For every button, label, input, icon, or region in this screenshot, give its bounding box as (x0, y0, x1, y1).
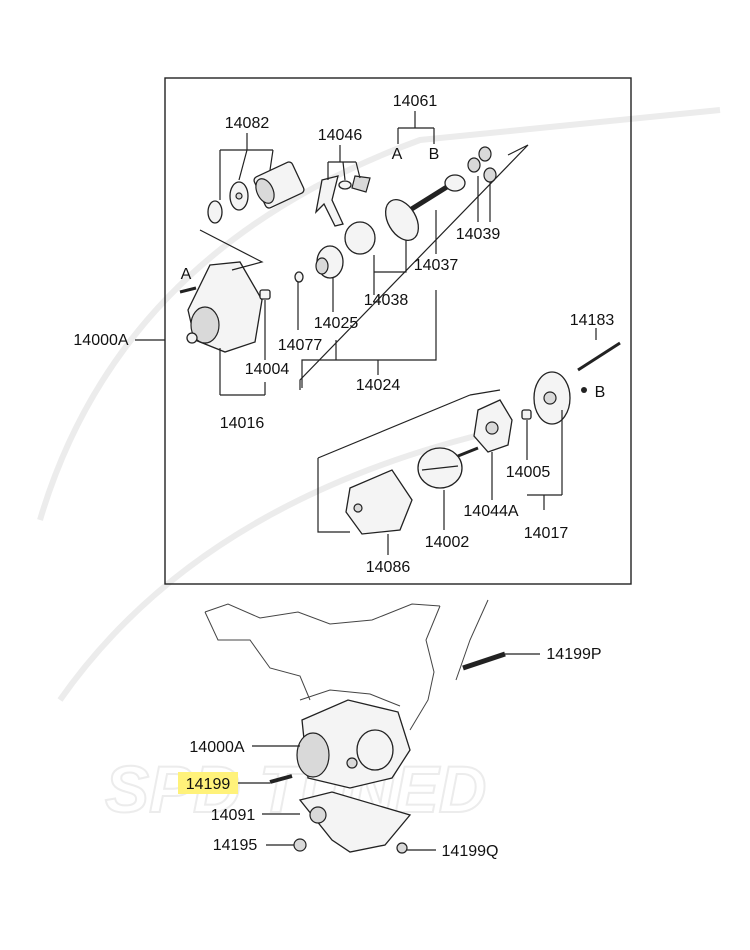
lever-14046-drawing (314, 175, 371, 227)
through-bolt-14183-drawing (577, 341, 621, 372)
label-14082: 14082 (225, 115, 270, 132)
label-14061-b: B (429, 146, 440, 163)
bolt-14199q-drawing (396, 842, 408, 854)
label-14024: 14024 (356, 377, 401, 394)
gear-shaft-14061-drawing (408, 146, 497, 213)
label-14091: 14091 (211, 807, 256, 824)
label-14039: 14039 (456, 226, 501, 243)
exploded-labels: 14061 A B 14082 14046 14039 14037 14038 … (73, 93, 614, 576)
bolt-14199-drawing (269, 774, 293, 784)
label-14005: 14005 (506, 464, 551, 481)
label-14002: 14002 (425, 534, 470, 551)
highlight-14199 (178, 772, 238, 794)
label-14025: 14025 (314, 315, 359, 332)
label-14000a-installed: 14000A (189, 739, 244, 756)
label-14037: 14037 (414, 257, 459, 274)
bolt-a-drawing (179, 286, 197, 294)
label-14046: 14046 (318, 127, 363, 144)
clip-14077-drawing (294, 271, 304, 283)
transmission-outline (204, 599, 489, 731)
label-14061: 14061 (393, 93, 438, 110)
yoke-14086-drawing (345, 469, 413, 535)
bushing-14005-drawing (521, 409, 532, 420)
installed-labels: 14199P 14000A 14199 14091 14195 14199Q (186, 646, 602, 860)
label-marker-a: A (181, 266, 192, 283)
brush-holder-14044a-drawing (473, 399, 513, 453)
label-14061-a: A (392, 146, 403, 163)
label-14199p: 14199P (546, 646, 601, 663)
label-14017: 14017 (524, 525, 569, 542)
armature-14002-drawing (417, 446, 479, 489)
bolt-14199p-drawing (462, 651, 506, 671)
label-14183: 14183 (570, 312, 615, 329)
label-14044a: 14044A (463, 503, 518, 520)
front-bracket-14016-drawing (186, 261, 263, 353)
installed-leader-lines (238, 653, 540, 851)
bushing-14004-drawing (259, 289, 271, 300)
installed-starter-drawing (296, 699, 411, 789)
label-14086: 14086 (366, 559, 411, 576)
internal-gear-drawing (384, 199, 420, 241)
exploded-leader-lines (135, 111, 597, 555)
label-14199q: 14199Q (442, 843, 499, 860)
rear-bracket-14017-drawing (533, 371, 587, 425)
label-marker-b: B (595, 384, 606, 401)
label-14199: 14199 (186, 776, 231, 793)
label-14195: 14195 (213, 837, 258, 854)
watermark-text: SPD TUNED (105, 752, 486, 826)
solenoid-14082-drawing (207, 161, 305, 224)
label-14000a-exploded: 14000A (73, 332, 128, 349)
label-14038: 14038 (364, 292, 409, 309)
label-14016: 14016 (220, 415, 265, 432)
nut-14195-drawing (293, 838, 307, 852)
ring-14038-drawing (344, 221, 376, 255)
bracket-14091-drawing (298, 791, 412, 853)
clutch-14025-drawing (315, 245, 344, 279)
label-14077: 14077 (278, 337, 323, 354)
exploded-view-frame (164, 77, 632, 585)
label-14004: 14004 (245, 361, 290, 378)
